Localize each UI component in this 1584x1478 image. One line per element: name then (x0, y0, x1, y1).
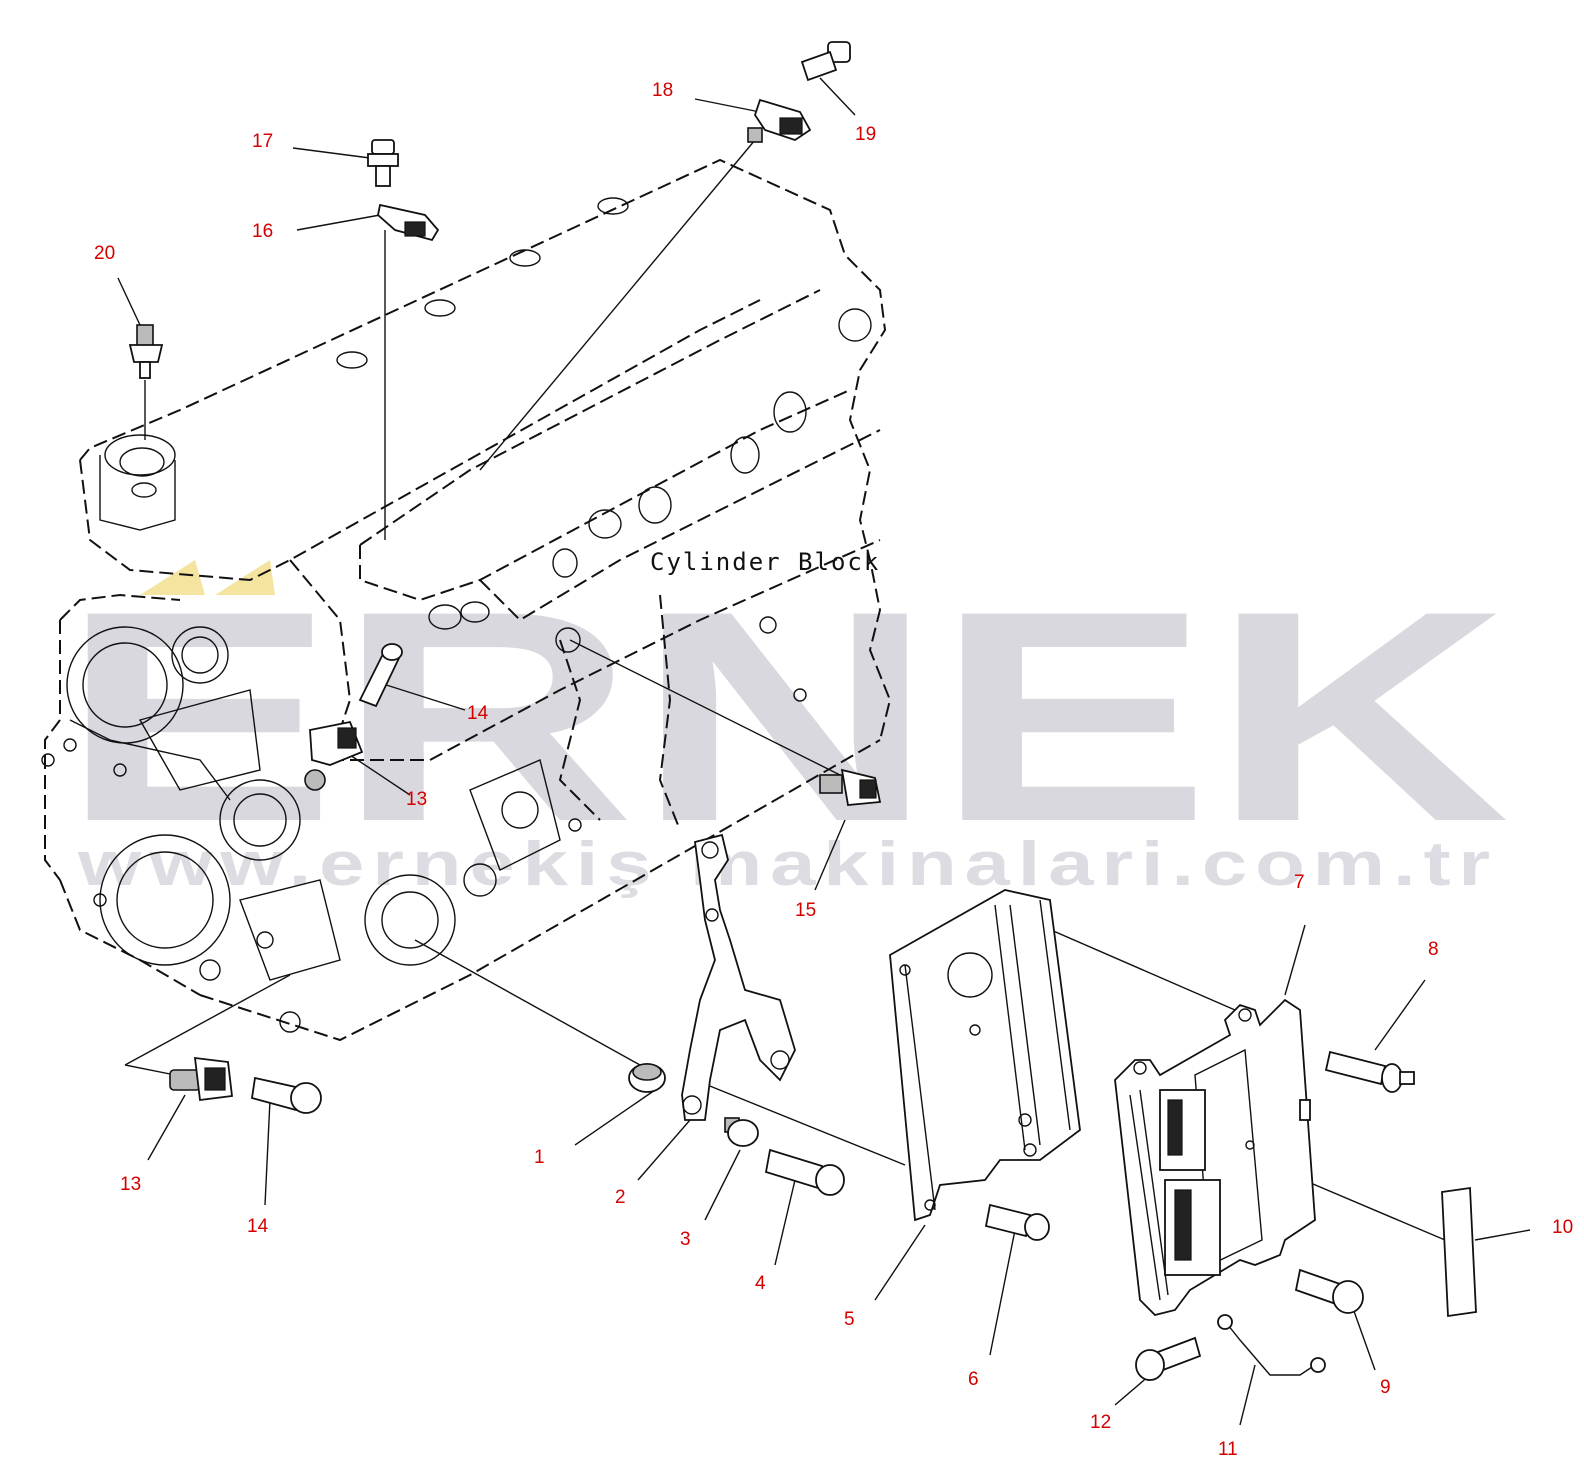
watermark-url: www.ernekiş makinalari.com.tr (77, 830, 1498, 899)
part-6-bolt (984, 1203, 1050, 1241)
callout-3[interactable]: 3 (680, 1229, 691, 1250)
callout-9[interactable]: 9 (1380, 1377, 1391, 1398)
callout-13-lower[interactable]: 13 (120, 1174, 141, 1195)
callout-5[interactable]: 5 (844, 1309, 855, 1330)
cylinder-block-outline: Cylinder Block (41, 158, 892, 1042)
callout-17[interactable]: 17 (252, 131, 273, 152)
part-2-bracket (681, 833, 796, 1121)
callout-16[interactable]: 16 (252, 221, 273, 242)
part-13-upper-speed-sensor (304, 720, 364, 791)
part-8-bolt (1324, 1050, 1415, 1093)
callout-11[interactable]: 11 (1218, 1439, 1238, 1460)
callout-10[interactable]: 10 (1552, 1217, 1573, 1238)
part-1-spacer (628, 1063, 666, 1093)
callout-13-upper[interactable]: 13 (406, 789, 427, 810)
part-17-bolt (367, 139, 399, 187)
part-7-ecu-controller (1114, 998, 1316, 1316)
callout-19[interactable]: 19 (855, 124, 876, 145)
part-15-pressure-sensor (819, 768, 882, 806)
callout-14-upper[interactable]: 14 (467, 703, 489, 724)
part-18-sensor (747, 98, 812, 143)
watermark-logo-mark (215, 560, 275, 595)
watermark-logo-mark (140, 560, 205, 595)
part-16-sensor (377, 203, 440, 242)
callout-2[interactable]: 2 (615, 1187, 626, 1208)
callout-6[interactable]: 6 (968, 1369, 979, 1390)
callout-8[interactable]: 8 (1428, 939, 1439, 960)
cylinder-block-label: Cylinder Block (650, 548, 880, 576)
callout-4[interactable]: 4 (755, 1273, 766, 1294)
part-10-label-plate (1441, 1186, 1477, 1318)
part-14-upper-stud (358, 643, 403, 708)
part-11-ground-wire (1217, 1314, 1326, 1376)
callout-14-lower[interactable]: 14 (247, 1216, 269, 1237)
part-12-bolt (1135, 1336, 1202, 1381)
part-13-lower-speed-sensor (169, 1056, 233, 1102)
part-5-mounting-plate (889, 889, 1081, 1222)
leader-lines (117, 77, 1531, 1426)
part-4-bolt (764, 1148, 845, 1196)
part-19-bolt (800, 41, 851, 82)
watermark: ERNEK www.ernekiş makinalari.com.tr (60, 548, 1510, 899)
part-3-nut (724, 1117, 759, 1147)
callout-numbers: 1 2 3 4 5 6 7 8 9 10 11 12 13 13 14 14 1… (94, 80, 1573, 1460)
part-14-lower-bolt (250, 1076, 322, 1114)
part-20-temperature-sensor (128, 324, 164, 379)
callout-15[interactable]: 15 (795, 900, 816, 921)
watermark-brand: ERNEK (60, 548, 1510, 884)
callout-20[interactable]: 20 (94, 243, 115, 264)
callout-7[interactable]: 7 (1294, 872, 1305, 893)
part-9-bolt (1294, 1268, 1364, 1314)
callout-1[interactable]: 1 (534, 1147, 545, 1168)
callout-18[interactable]: 18 (652, 80, 673, 101)
callout-12[interactable]: 12 (1090, 1412, 1111, 1433)
